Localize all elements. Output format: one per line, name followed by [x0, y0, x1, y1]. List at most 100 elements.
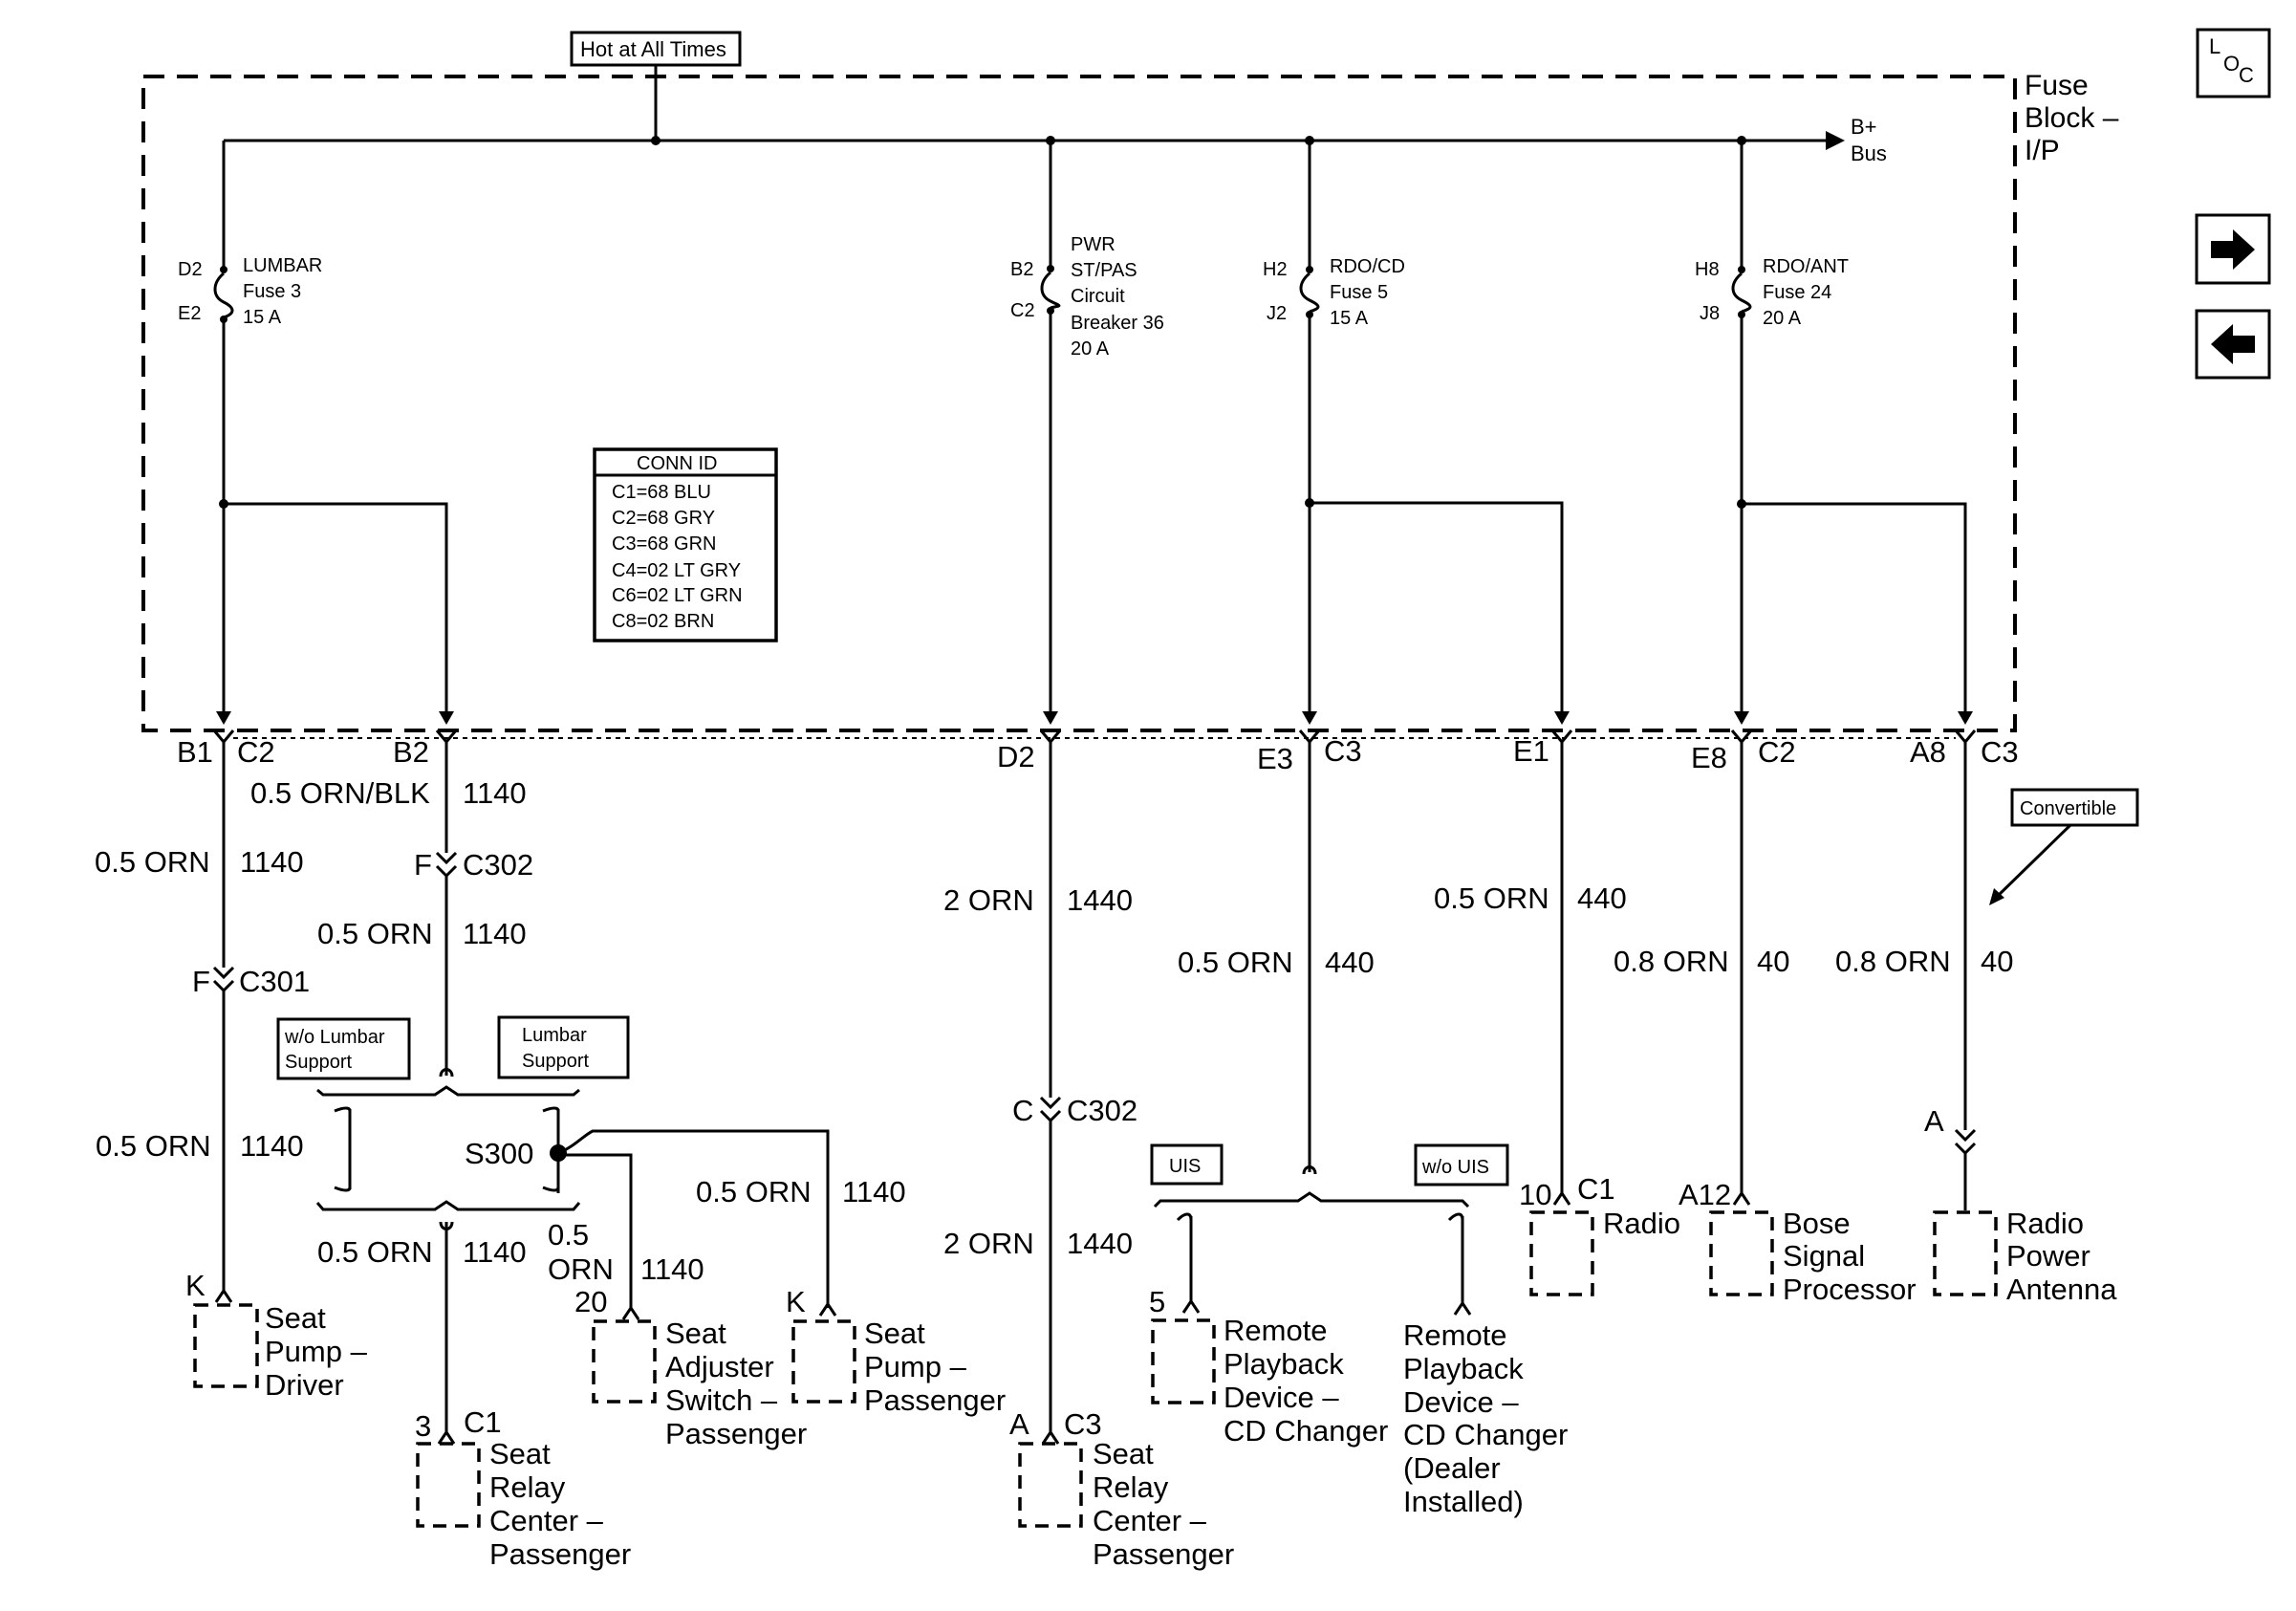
loc-o: O [2223, 52, 2240, 76]
bose-box[interactable] [1709, 1210, 1774, 1296]
wire-gauge: 0.5 ORN [696, 1175, 812, 1208]
option-label: Support [522, 1051, 589, 1072]
fuse-lumbar: D2 E2 LUMBAR Fuse 3 15 A [178, 141, 448, 719]
component-conn: C1 [1577, 1172, 1615, 1206]
component-label: Seat [1093, 1437, 1154, 1470]
wire-gauge: 0.8 ORN [1614, 945, 1729, 978]
next-page-button[interactable] [2195, 213, 2271, 285]
connector-pin: A [1924, 1104, 1944, 1138]
seat-adjuster-switch-box[interactable] [592, 1319, 657, 1404]
wire-gauge: 0.5 ORN [1434, 882, 1549, 915]
circuit-lumbar-feed [316, 742, 580, 1097]
component-conn: C1 [464, 1405, 502, 1439]
component-pin: 5 [1149, 1285, 1165, 1318]
connector-pin: F [192, 965, 210, 998]
pin-label: C3 [1981, 735, 2019, 769]
conn-id-row: C4=02 LT GRY [612, 560, 741, 581]
component-pin: 20 [574, 1285, 607, 1318]
fuse-label-line: Breaker 36 [1071, 313, 1164, 334]
wire-gauge: 0.5 ORN [1178, 946, 1293, 979]
option-bypass [315, 1106, 581, 1445]
wire-circuit: 1140 [842, 1175, 906, 1208]
connector-pin: C [1012, 1094, 1033, 1127]
location-button[interactable]: L O C [2196, 28, 2271, 98]
option-label: w/o UIS [1421, 1157, 1489, 1178]
wire-gauge: 0.5 ORN [317, 917, 433, 950]
wire-circuit: 1140 [240, 1129, 304, 1163]
fuse-pin-top: H8 [1695, 259, 1720, 280]
conn-id-row: C6=02 LT GRN [612, 585, 743, 606]
radio-box[interactable] [1529, 1210, 1594, 1296]
right-arrow-icon [2211, 229, 2255, 270]
component-label: Device – [1224, 1381, 1339, 1414]
fuse-rdo-cd: H2 J2 RDO/CD Fuse 5 15 A [1263, 141, 1564, 719]
option-label: w/o Lumbar [284, 1027, 385, 1048]
seat-relay-center-1-box[interactable] [416, 1442, 481, 1528]
seat-pump-passenger-box[interactable] [791, 1319, 856, 1404]
fuse-label-line: Fuse 3 [243, 281, 301, 302]
component-label: Device – [1403, 1385, 1519, 1419]
option-wo-uis-box [1414, 1143, 1509, 1186]
connector-name: C302 [1067, 1094, 1137, 1127]
component-label: Seat [864, 1317, 925, 1350]
fuse-label-line: ST/PAS [1071, 260, 1137, 281]
conn-id-table: CONN ID C1=68 BLU C2=68 GRY C3=68 GRN C4… [593, 447, 778, 642]
component-label: Center – [1093, 1504, 1207, 1537]
wire-gauge: 2 ORN [943, 883, 1034, 917]
bus-label-2: Bus [1851, 142, 1887, 165]
seat-pump-driver-box[interactable] [193, 1303, 259, 1388]
seat-relay-center-2-box[interactable] [1018, 1442, 1083, 1528]
pin-label: C3 [1324, 734, 1362, 768]
previous-page-button[interactable] [2195, 309, 2271, 380]
wire-circuit: 1140 [463, 776, 527, 810]
convertible-pointer [1996, 823, 2072, 898]
pin-label: C2 [1758, 735, 1796, 769]
component-pin: 3 [415, 1409, 431, 1443]
wire-gauge: 0.5 ORN/BLK [250, 776, 430, 810]
pin-label: E8 [1691, 741, 1727, 774]
remote-playback-box[interactable] [1151, 1318, 1216, 1404]
wire-circuit: 40 [1981, 945, 2013, 978]
component-label: Playback [1224, 1347, 1344, 1381]
component-label: Passenger [864, 1383, 1006, 1417]
fuse-label-line: RDO/ANT [1763, 256, 1849, 277]
component-pin: A12 [1679, 1178, 1731, 1211]
fuse-pin-bottom: E2 [178, 303, 201, 324]
component-label: Seat [665, 1317, 726, 1350]
circuit-antenna [1954, 742, 1977, 1210]
component-label: Relay [489, 1470, 566, 1504]
fuse-block-label-2: Block – [2025, 102, 2119, 134]
wire-circuit: 1140 [463, 1235, 527, 1269]
component-label: Passenger [1093, 1537, 1234, 1571]
antenna-box[interactable] [1933, 1210, 1998, 1296]
option-lumbar-box [497, 1015, 630, 1079]
pin-label: B2 [393, 735, 429, 769]
component-label: Remote [1403, 1318, 1507, 1352]
fuse-pin-bottom: C2 [1010, 300, 1035, 321]
connector-pin: F [414, 848, 432, 882]
conn-id-row: C8=02 BRN [612, 611, 714, 632]
fuse-label-line: RDO/CD [1330, 256, 1405, 277]
component-label: Adjuster [665, 1350, 774, 1383]
component-label: Seat [265, 1301, 326, 1335]
option-convertible-box [2010, 788, 2139, 827]
pin-label: E3 [1257, 742, 1293, 775]
wire-gauge: 0.5 ORN [95, 845, 210, 879]
fuse-label-line: PWR [1071, 234, 1116, 255]
wire-gauge: 0.8 ORN [1835, 945, 1951, 978]
splice-label: S300 [465, 1137, 533, 1170]
component-label: Passenger [665, 1417, 807, 1450]
bus-label-1: B+ [1851, 115, 1877, 139]
fuse-pin-bottom: J2 [1267, 303, 1287, 324]
component-label: Driver [265, 1368, 344, 1402]
fuse-pin-top: D2 [178, 259, 203, 280]
splice-branches [557, 1129, 837, 1320]
component-label: Center – [489, 1504, 604, 1537]
component-label: Power [2006, 1239, 2090, 1273]
component-label: Installed) [1403, 1485, 1524, 1518]
connector-name: C302 [463, 848, 533, 882]
component-label: Playback [1403, 1352, 1524, 1385]
option-uis-box [1150, 1143, 1224, 1186]
option-label: Lumbar [522, 1025, 587, 1046]
